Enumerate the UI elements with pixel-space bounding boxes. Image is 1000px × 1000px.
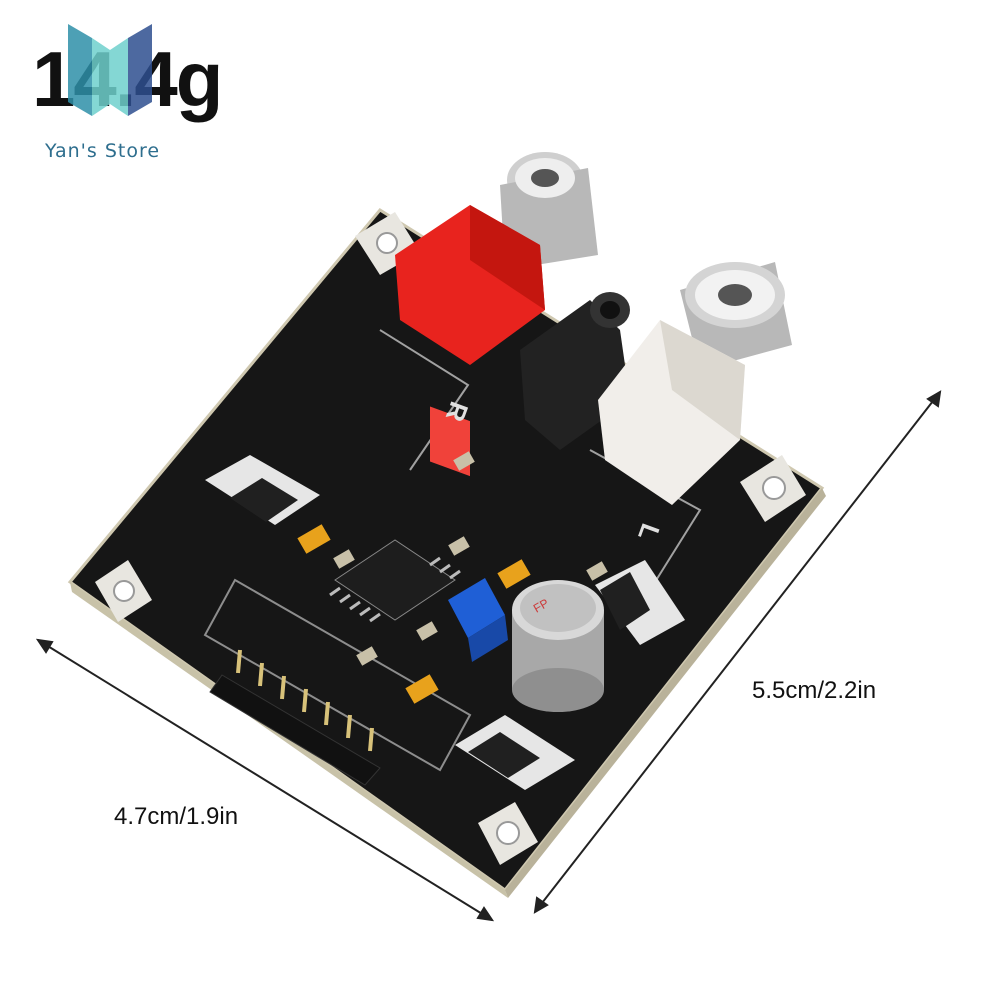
tantalum-capacitor [497,559,531,589]
store-name: Yan's Store [45,140,161,162]
store-logo-icon [68,24,152,116]
pin-header [209,649,381,786]
mounting-hole [478,802,538,865]
tantalum-capacitor [405,674,439,704]
mounting-hole [95,560,152,622]
voltage-regulator [205,455,320,525]
pcb-edge [70,582,508,898]
dimension-arrow-height [533,390,942,914]
smd-components [333,451,608,666]
width-dimension-label: 4.7cm/1.9in [114,803,239,830]
rca-jack-right [395,152,598,477]
tantalum-capacitor [297,524,331,554]
rca-jack-left [598,262,792,505]
svg-text:FP: FP [531,596,551,616]
height-dimension-label: 5.5cm/2.2in [752,677,877,704]
dac-chip [329,539,461,623]
mounting-hole [740,455,806,522]
voltage-regulator [595,560,685,645]
voltage-regulator [455,715,575,790]
dimension-arrow-width [35,638,495,922]
electrolytic-capacitor: FP [512,580,604,712]
i2s-jumper [448,578,508,662]
